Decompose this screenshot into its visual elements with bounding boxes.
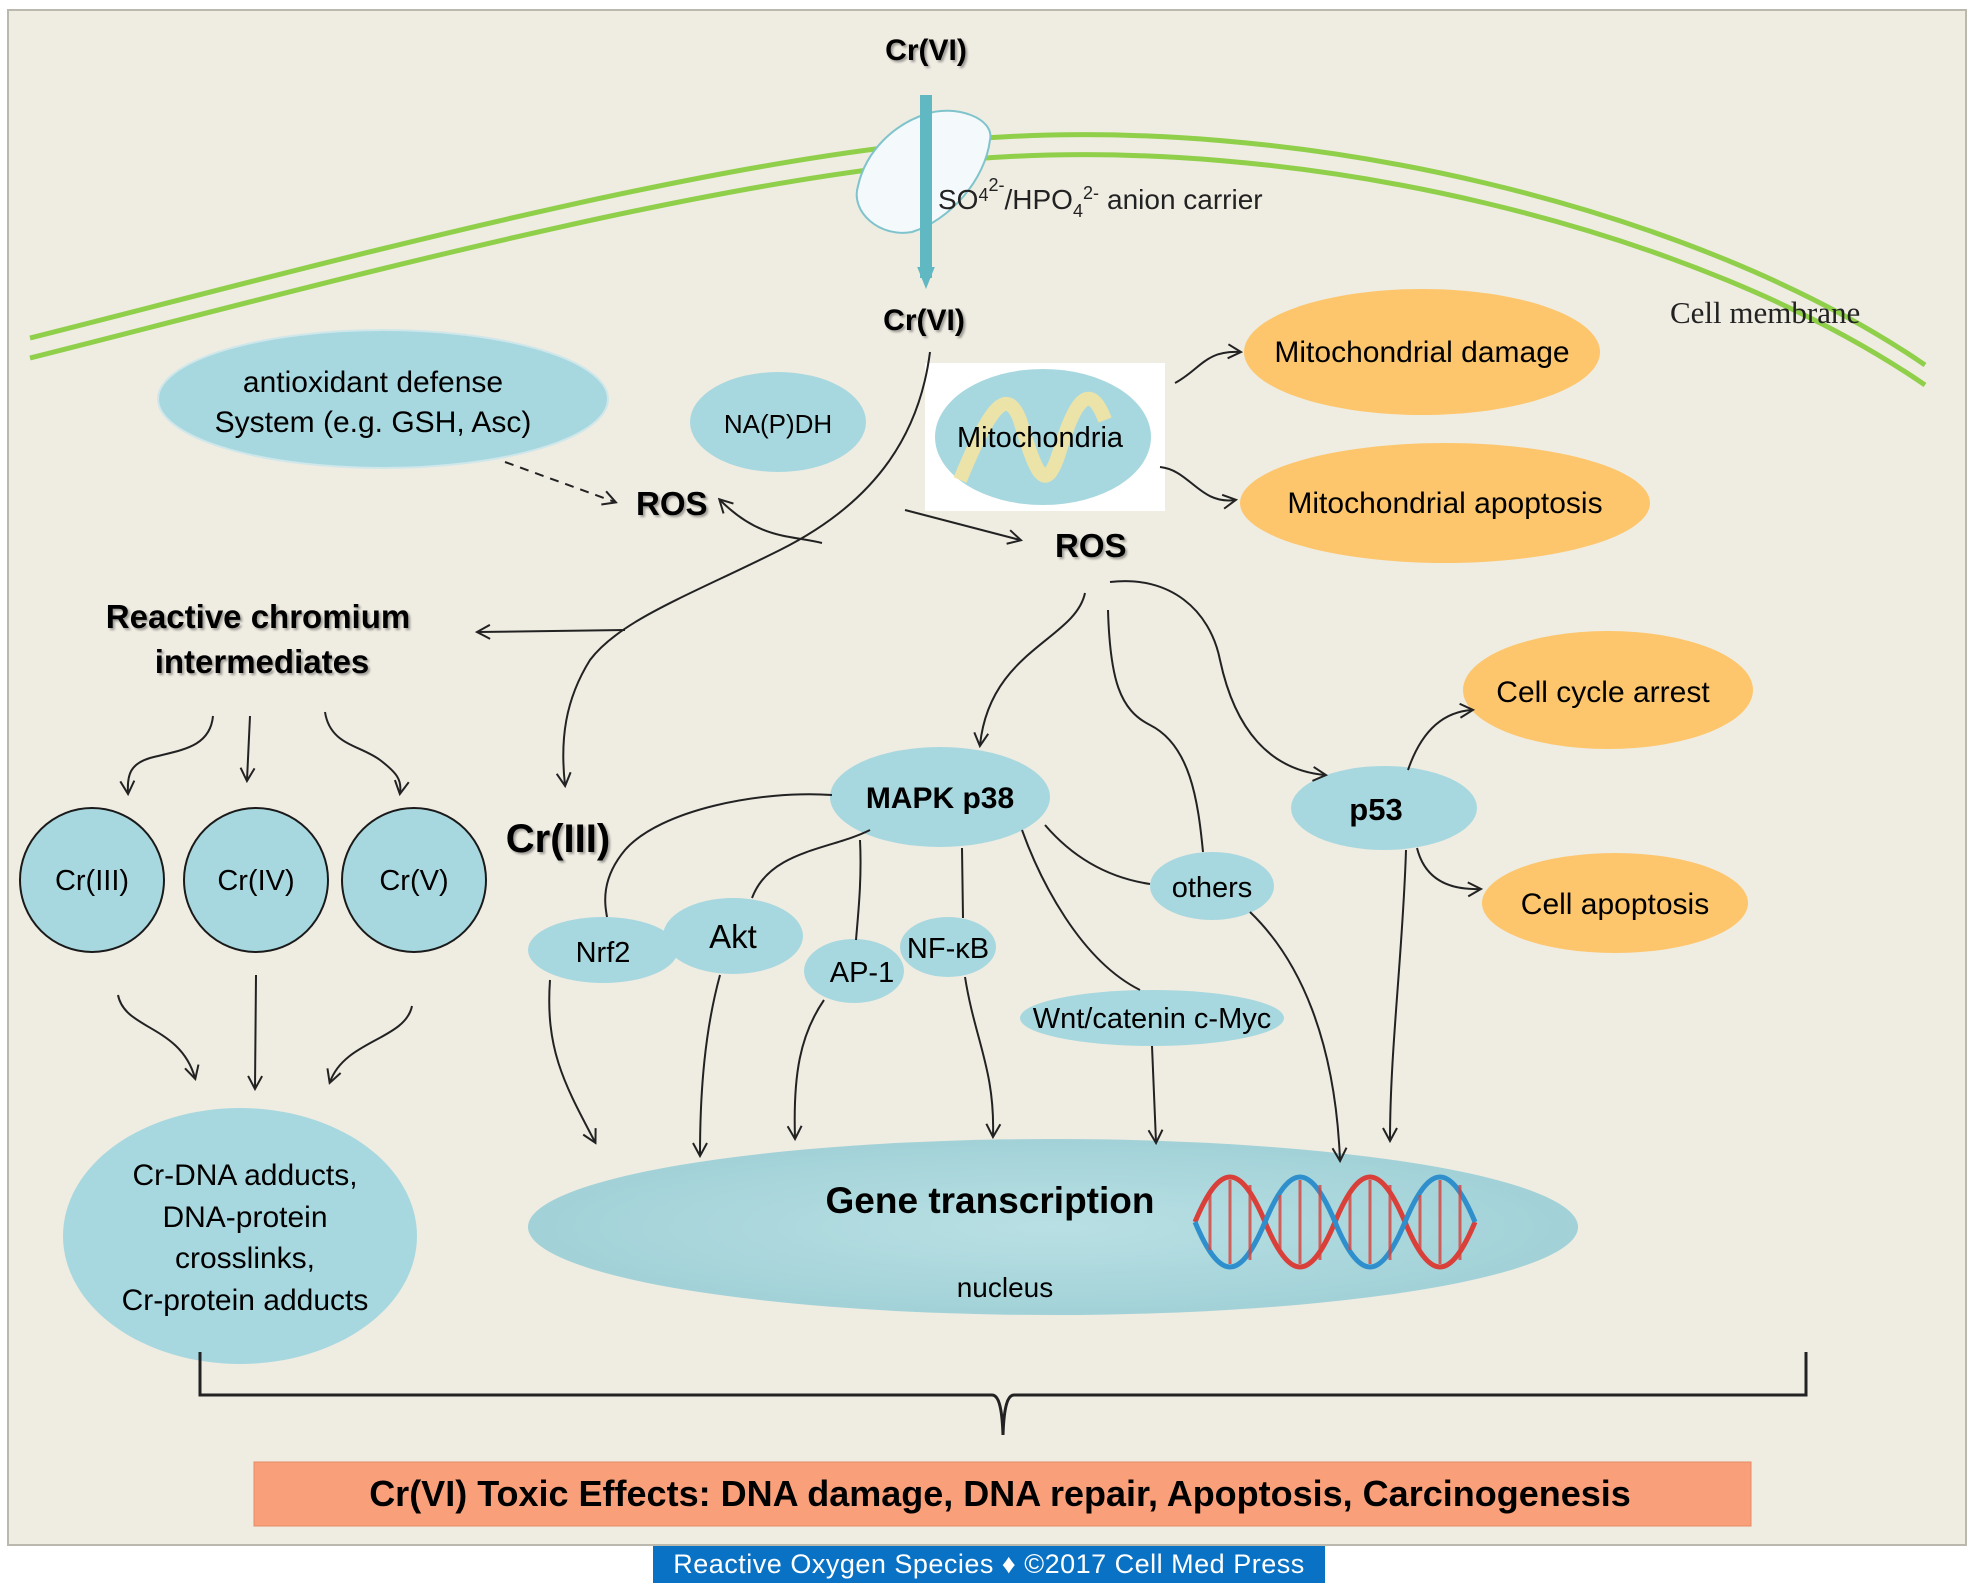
- footer-credit: Reactive Oxygen Species ♦ ©2017 Cell Med…: [653, 1546, 1325, 1583]
- p53-label: p53: [1349, 792, 1402, 827]
- mitochondria-cristae: [953, 391, 1112, 483]
- mapk-to-nrf2-line: [604, 793, 833, 918]
- cr3-circle-label: Cr(III): [55, 865, 129, 897]
- toxic-effects-label: Cr(VI) Toxic Effects: DNA damage, DNA re…: [369, 1473, 1631, 1514]
- cr4-circle-label: Cr(IV): [217, 865, 294, 897]
- wnt-to-nucleus-arrow: [1152, 1045, 1156, 1142]
- ros-left-label: ROS: [636, 485, 708, 522]
- akt-label: Akt: [709, 918, 757, 955]
- wnt-node: [1020, 990, 1284, 1046]
- mito-to-damage-arrow: [1174, 352, 1240, 384]
- antioxidant-label-line1: antioxidant defense: [243, 366, 503, 399]
- cell-cycle-arrest-node: [1463, 631, 1753, 749]
- rci-label-line2: intermediates: [155, 643, 370, 680]
- akt-node: [663, 898, 803, 974]
- wnt-label: Wnt/catenin c-Myc: [1033, 1003, 1272, 1035]
- akt-to-nucleus-arrow: [700, 974, 721, 1155]
- mapk-label: MAPK p38: [866, 782, 1014, 815]
- mito-to-apoptosis-arrow: [1159, 466, 1235, 500]
- cr4-to-adducts-arrow: [255, 974, 256, 1088]
- mapk-to-akt-line: [751, 829, 871, 899]
- adducts-label-line: DNA-protein: [162, 1201, 327, 1234]
- anion-carrier-label: SO42-/HPO42-anion carrier: [938, 175, 1263, 221]
- cell-apoptosis-label: Cell apoptosis: [1521, 888, 1709, 921]
- nrf2-node: [528, 917, 678, 983]
- nfkb-node: [900, 917, 996, 977]
- pathway-diagram: Cr(VI) SO42-/HPO42-anion carrier Cr(VI) …: [7, 9, 1967, 1546]
- mapk-to-nfkb-line: [961, 847, 964, 919]
- rci-to-cr4-arrow: [247, 715, 250, 780]
- to-ros-right-arrow: [904, 509, 1020, 540]
- mapk-node: [830, 747, 1050, 847]
- mito-apoptosis-node: [1240, 443, 1650, 563]
- nrf2-label: Nrf2: [576, 937, 631, 969]
- mito-damage-label: Mitochondrial damage: [1274, 336, 1569, 369]
- adducts-node: [63, 1108, 417, 1364]
- cr3-to-adducts-arrow: [117, 994, 195, 1078]
- nfkb-label: NF-κB: [907, 933, 989, 965]
- mitochondria-label: Mitochondria: [957, 422, 1124, 454]
- dna-helix-icon: [1192, 1174, 1478, 1270]
- summary-brace: [198, 1352, 1808, 1436]
- antioxidant-to-ros-arrow: [504, 461, 615, 502]
- others-node: [1150, 852, 1274, 920]
- mapk-to-wnt-line: [1021, 829, 1141, 991]
- cr6-to-cr3-arrow: [563, 351, 931, 785]
- mito-damage-node: [1244, 289, 1600, 415]
- adducts-label: Cr-DNA adducts, DNA-protein crosslinks, …: [122, 1159, 369, 1317]
- cr5-circle-label: Cr(V): [379, 865, 448, 897]
- p53-to-cell-apoptosis-arrow: [1416, 847, 1480, 889]
- antioxidant-defense-node: [157, 329, 609, 469]
- mapk-to-others-line: [1044, 824, 1151, 885]
- cell-membrane-label: Cell membrane: [1670, 295, 1860, 330]
- cr6-inside-label: Cr(VI): [883, 304, 965, 337]
- ros-right-label: ROS: [1055, 527, 1127, 564]
- adducts-label-line: Cr-protein adducts: [122, 1284, 369, 1317]
- cr6-top-label: Cr(VI): [885, 34, 967, 67]
- ros-to-others-arrow: [1107, 609, 1204, 853]
- nfkb-to-nucleus-arrow: [964, 976, 993, 1136]
- cr3-big-label: Cr(III): [506, 817, 610, 861]
- ros-to-mapk-arrow: [980, 592, 1086, 745]
- ap1-to-nucleus-arrow: [795, 999, 825, 1138]
- mito-apoptosis-label: Mitochondrial apoptosis: [1287, 487, 1602, 520]
- cr4-circle-node: [183, 807, 329, 953]
- mapk-to-ap1-line: [855, 839, 862, 941]
- cr3-circle-node: [19, 807, 165, 953]
- arrows: [117, 351, 1480, 1160]
- cell-apoptosis-node: [1482, 853, 1748, 953]
- to-ros-left-arrow: [720, 500, 823, 544]
- others-to-nucleus-arrow: [1249, 911, 1340, 1160]
- p53-to-nucleus-arrow: [1390, 849, 1407, 1140]
- to-rci-arrow: [478, 630, 626, 632]
- nucleus-label: nucleus: [957, 1272, 1054, 1303]
- napdh-node: [690, 372, 866, 472]
- cell-cycle-arrest-label: Cell cycle arrest: [1496, 676, 1710, 709]
- cr5-to-adducts-arrow: [330, 1005, 413, 1082]
- rci-to-cr3-arrow: [128, 715, 214, 793]
- ap1-node: [804, 939, 904, 1003]
- nrf2-to-nucleus-arrow: [548, 979, 595, 1142]
- toxic-effects-box: [253, 1461, 1752, 1527]
- p53-node: [1291, 766, 1477, 850]
- rci-label-line1: Reactive chromium: [106, 598, 410, 635]
- others-label: others: [1172, 872, 1253, 904]
- adducts-label-line: crosslinks,: [175, 1242, 315, 1275]
- napdh-label: NA(P)DH: [724, 409, 832, 439]
- rci-to-cr5-arrow: [324, 711, 400, 793]
- ros-to-p53-arrow: [1109, 580, 1325, 775]
- ap1-label: AP-1: [830, 957, 894, 989]
- antioxidant-label-line2: System (e.g. GSH, Asc): [215, 406, 532, 439]
- gene-transcription-label: Gene transcription: [826, 1180, 1155, 1221]
- p53-to-cell-cycle-arrow: [1407, 710, 1472, 771]
- adducts-label-line: Cr-DNA adducts,: [132, 1159, 357, 1192]
- cr5-circle-node: [341, 807, 487, 953]
